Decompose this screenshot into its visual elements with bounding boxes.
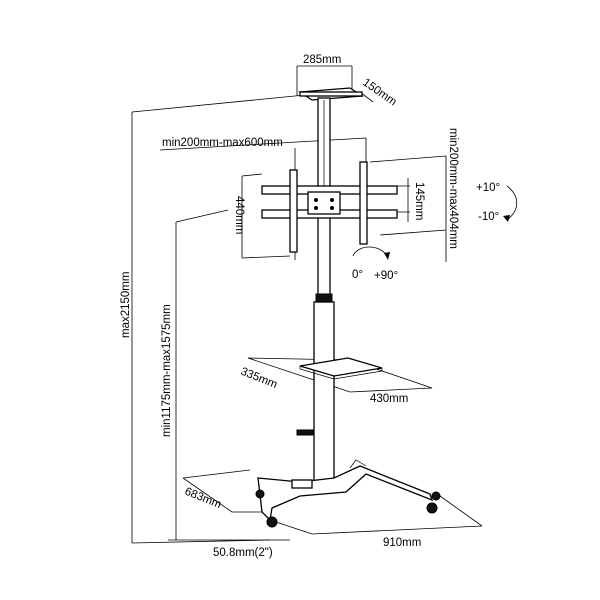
label-bracket-spacing: 145mm [413, 182, 425, 220]
label-bracket-height: 440mm [233, 196, 245, 234]
base-frame [255, 459, 441, 528]
caster-wheel [426, 502, 438, 514]
label-pole-diameter: 50.8mm(2") [213, 547, 273, 559]
height-knob [296, 429, 314, 436]
label-max-height: max2150mm [120, 272, 132, 338]
label-top-plate-depth: 150mm [360, 77, 398, 109]
label-shelf-depth: 335mm [239, 366, 279, 391]
top-plate-edge [299, 91, 363, 97]
label-rotate-start: 0° [352, 269, 363, 281]
caster-wheel [431, 491, 441, 501]
label-vesa-vertical: min200mm-max404mm [447, 128, 459, 249]
dimension-lines [131, 65, 518, 544]
label-min-max-height: min1175mm-max1575mm [161, 304, 173, 437]
lower-column [313, 301, 335, 483]
caster-wheel [266, 516, 278, 528]
label-top-plate-width: 285mm [303, 54, 341, 66]
label-base-depth: 683mm [183, 486, 223, 511]
label-vesa-horizontal: min200mm-max600mm [162, 137, 283, 149]
label-rotate-end: +90° [374, 270, 398, 282]
stand-drawing [255, 87, 441, 528]
label-shelf-width: 430mm [370, 393, 408, 405]
caster-wheel [255, 489, 265, 499]
label-base-width: 910mm [383, 537, 421, 549]
label-tilt-up: +10° [476, 182, 500, 194]
label-tilt-down: -10° [478, 211, 499, 223]
vesa-bracket [261, 161, 398, 253]
